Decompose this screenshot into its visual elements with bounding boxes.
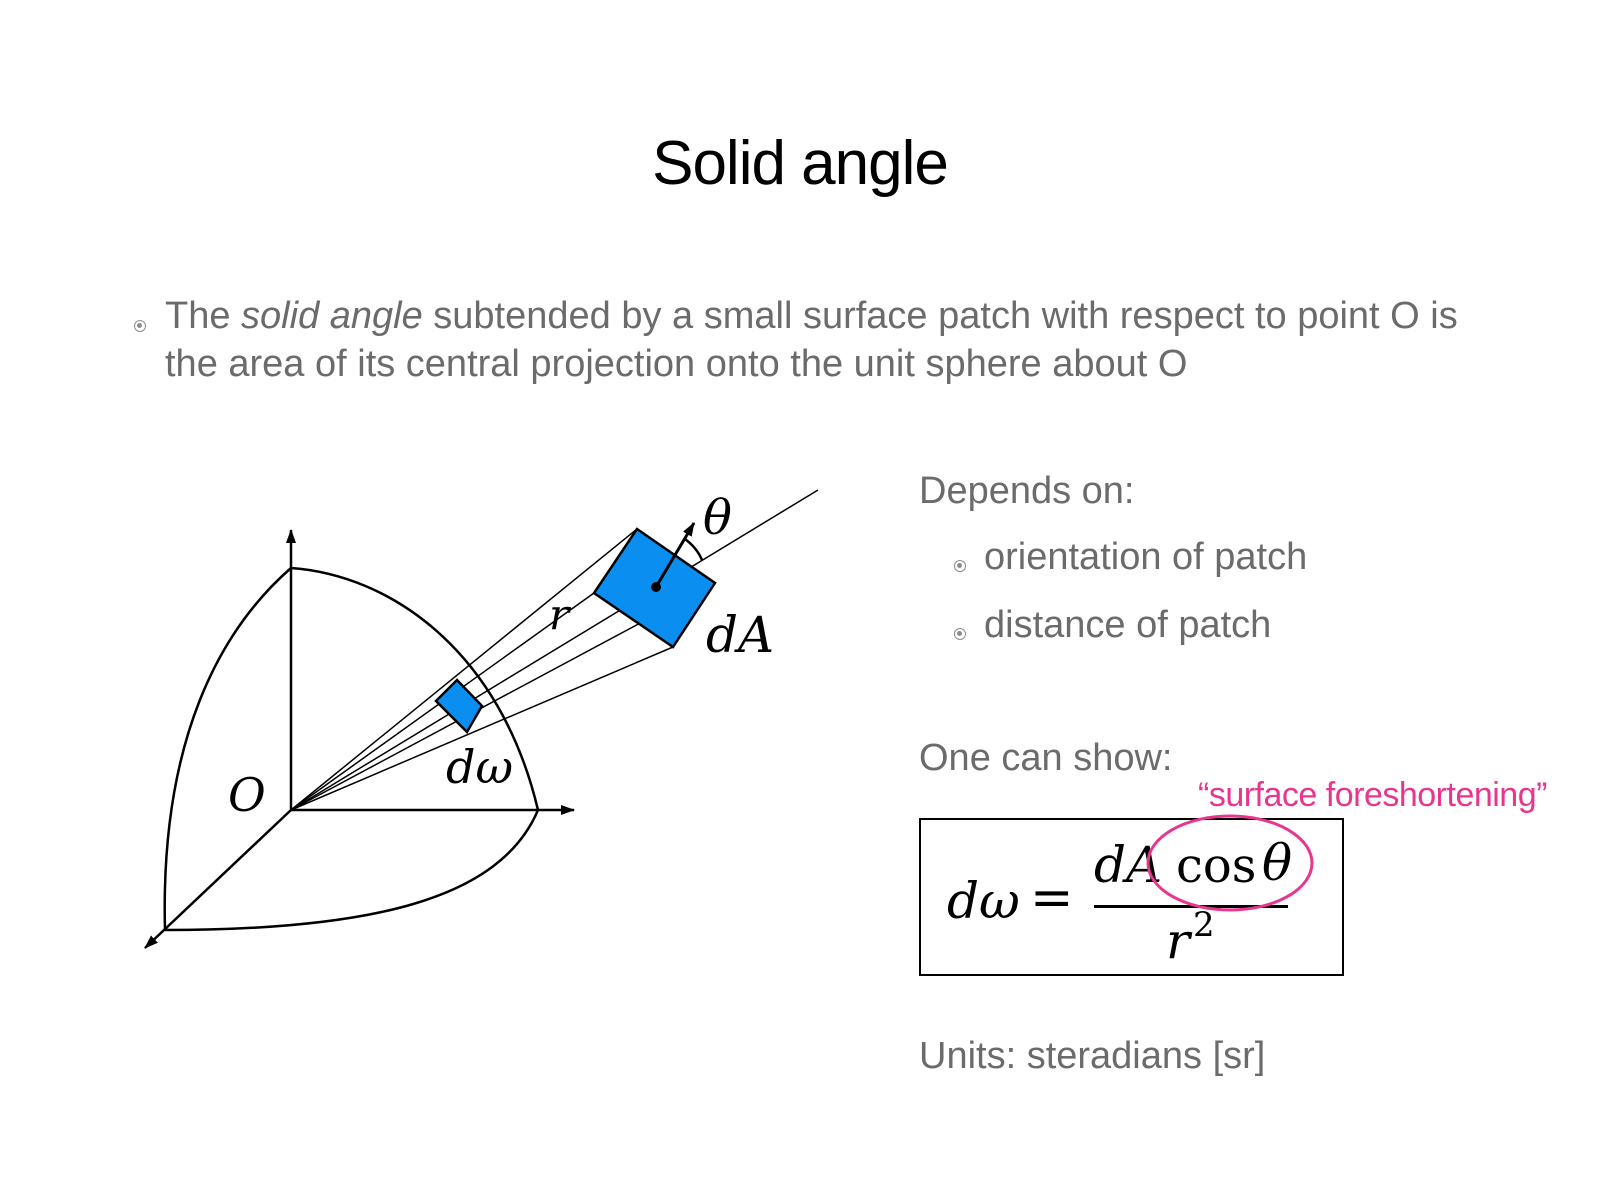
- formula-num-dA: dA: [1094, 836, 1163, 894]
- axis-depth: [144, 809, 292, 949]
- show-heading: One can show:: [919, 737, 1173, 779]
- projected-patch: [434, 678, 484, 735]
- bullet-emphasis: solid angle: [241, 295, 423, 337]
- units-text: Units: steradians [sr]: [919, 1035, 1266, 1077]
- bullet-icon: [954, 628, 966, 640]
- normal-vector: [654, 522, 696, 588]
- sphere-arc-lower: [164, 809, 540, 932]
- bullet-text: The solid angle subtended by a small sur…: [165, 292, 1505, 388]
- bullet-icon: [134, 320, 146, 332]
- formula-den-r: r: [1166, 912, 1190, 970]
- domega-label: dω: [446, 740, 513, 794]
- formula-box: [919, 818, 1344, 976]
- depends-heading: Depends on:: [919, 470, 1135, 512]
- bullet-prefix: The: [165, 295, 242, 337]
- depends-item-distance: distance of patch: [984, 604, 1272, 646]
- formula-equals: =: [1030, 868, 1074, 928]
- slide-title: Solid angle: [652, 129, 949, 198]
- r-label: r: [549, 590, 570, 639]
- depends-item-orientation: orientation of patch: [984, 536, 1308, 578]
- formula-num-cos: cos: [1176, 838, 1257, 894]
- formula-lhs: dω: [947, 872, 1020, 930]
- sphere-arc-left: [163, 567, 292, 931]
- formula-den-exp: 2: [1193, 905, 1215, 945]
- theta-arc: [684, 538, 704, 561]
- fraction-bar: [1094, 905, 1288, 908]
- ray-4: [290, 646, 674, 811]
- sphere-arc-upper: [290, 566, 540, 811]
- origin-label: O: [228, 768, 266, 822]
- bullet-icon: [954, 560, 966, 572]
- dA-label: dA: [706, 606, 775, 664]
- ray-center: [290, 489, 819, 811]
- patch-center-dot: [651, 582, 661, 592]
- ray-1: [290, 528, 638, 811]
- bullet-suffix: subtended by a small surface patch with …: [165, 295, 1458, 385]
- formula-num-theta: θ: [1262, 834, 1293, 892]
- theta-label: θ: [703, 490, 732, 546]
- foreshortening-annotation: “surface foreshortening”: [1198, 776, 1547, 814]
